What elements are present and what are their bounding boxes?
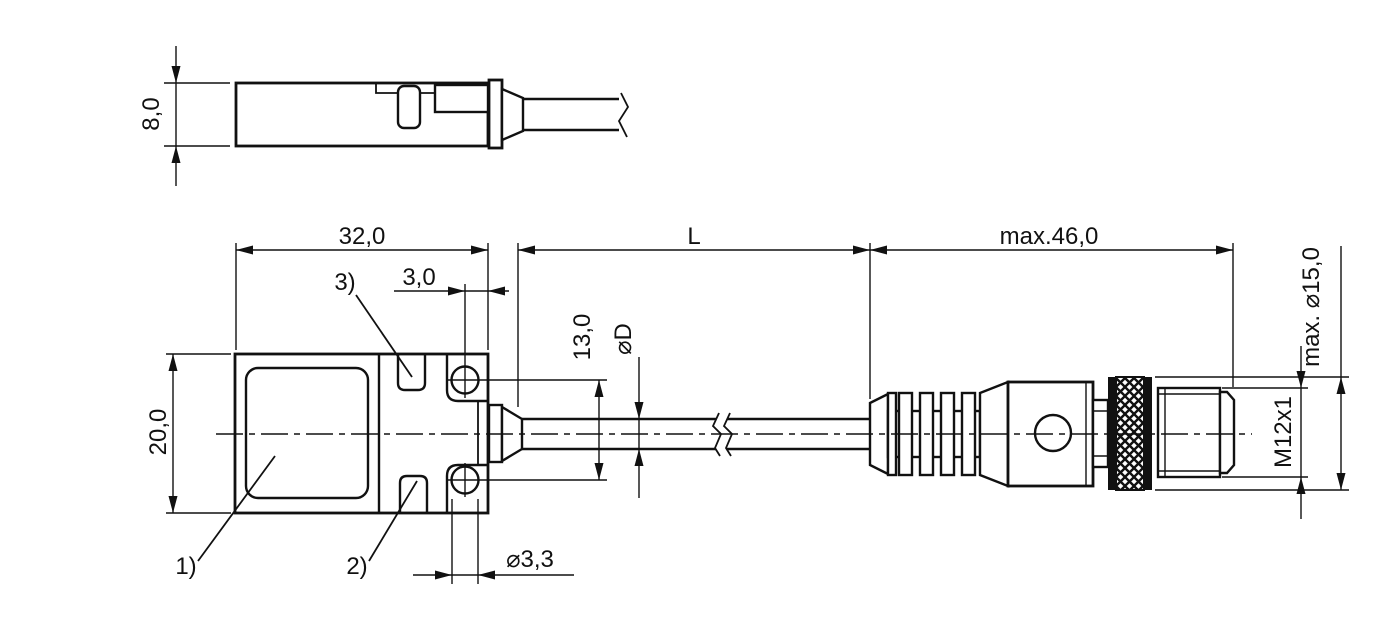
top-view-cable-collar — [487, 78, 504, 150]
dim-connector-length-label: max.46,0 — [1000, 223, 1099, 250]
dimension-cable-diameter: ⌀D — [610, 323, 644, 498]
callout-2-label: 2) — [346, 553, 367, 580]
top-view-step — [375, 84, 435, 94]
dim-cable-length-label: L — [687, 223, 700, 250]
dimension-connector-diameter: max. ⌀15,0 — [1155, 246, 1349, 491]
top-view-tab — [396, 84, 422, 130]
top-view-cable-break — [617, 92, 630, 138]
thread-lines — [1158, 388, 1220, 477]
dim-top-view-height-label: 8,0 — [138, 97, 165, 130]
top-view-cable — [523, 97, 619, 132]
dimension-mounting-hole-diameter: ⌀3,3 — [413, 499, 574, 584]
active-face — [244, 366, 370, 500]
connector-side-hole — [1033, 413, 1073, 453]
dimension-body-height: 20,0 — [145, 353, 231, 514]
dimension-connector-length: max.46,0 — [869, 223, 1234, 399]
callout-3-label: 3) — [334, 269, 355, 296]
top-hole-pocket — [445, 354, 488, 403]
top-view — [234, 78, 630, 150]
dimension-hole-pitch: 13,0 — [569, 314, 604, 480]
connector-tip — [1218, 390, 1236, 475]
callout-top-slot: 3) — [334, 269, 413, 378]
callout-1-label: 1) — [175, 553, 196, 580]
thread-m12 — [1156, 386, 1222, 479]
dim-thread-size-label: M12x1 — [1270, 396, 1297, 468]
top-slot — [396, 354, 427, 392]
dimension-hole-to-edge: 3,0 — [394, 264, 509, 296]
dim-cable-diameter-label: ⌀D — [610, 323, 637, 355]
dim-hole-pitch-label: 13,0 — [569, 314, 596, 361]
dim-mounting-hole-diameter-label: ⌀3,3 — [506, 546, 554, 573]
top-view-block — [433, 83, 490, 114]
callout-bottom-slot: 2) — [346, 480, 418, 580]
dimension-cable-length: L — [517, 223, 870, 407]
dimension-body-width: 32,0 — [235, 223, 489, 350]
dim-connector-diameter-label: max. ⌀15,0 — [1298, 247, 1325, 367]
connector-neck-ticks — [1093, 410, 1108, 457]
dim-hole-to-edge-label: 3,0 — [402, 264, 435, 291]
callout-active-face: 1) — [175, 455, 276, 580]
dim-body-width-label: 32,0 — [339, 223, 386, 250]
bottom-slot — [398, 474, 429, 513]
top-view-cable-cone — [500, 87, 525, 142]
front-view — [233, 284, 870, 515]
hole-crosshairs — [448, 284, 607, 497]
dimension-top-view-height: 8,0 — [138, 46, 230, 186]
cable — [522, 417, 870, 451]
dim-body-height-label: 20,0 — [145, 409, 172, 456]
bottom-hole-pocket — [445, 463, 488, 513]
dimension-thread-size: M12x1 — [1222, 346, 1308, 519]
